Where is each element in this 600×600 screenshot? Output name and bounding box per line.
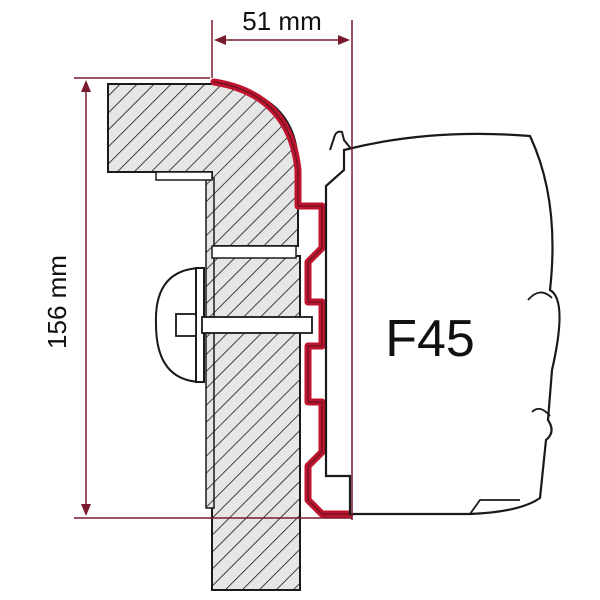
product-label: F45 [385, 310, 475, 368]
spacer-block [211, 245, 297, 259]
bolt-icon [154, 266, 313, 384]
side-wall [211, 255, 301, 591]
height-label: 156 mm [42, 255, 72, 349]
height-dimension: 156 mm [42, 77, 352, 519]
roof-bracket [155, 171, 213, 181]
width-dimension: 51 mm [211, 6, 353, 520]
awning-cassette: F45 [324, 130, 561, 516]
adapter-rail-outline [213, 81, 351, 515]
width-label: 51 mm [242, 6, 321, 36]
awning-body [324, 132, 561, 516]
awning-hook [329, 130, 353, 151]
wall-top-strip [205, 177, 215, 509]
awning-front-detail [469, 291, 553, 515]
vehicle-wall-section [107, 83, 301, 591]
